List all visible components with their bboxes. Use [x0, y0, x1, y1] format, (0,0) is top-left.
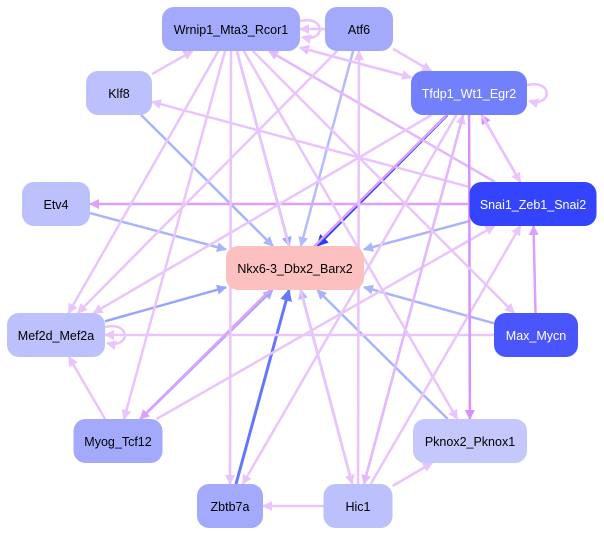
edge-wrnip1-to-mef2d — [67, 50, 220, 314]
edge-tfdp1-to-hic1 — [361, 114, 465, 485]
edge-zbtb7a-to-nkx6 — [234, 288, 292, 485]
edge-snai1-to-klf8 — [151, 99, 470, 189]
node-myog[interactable]: Myog_Tcf12 — [73, 419, 163, 463]
node-label: Tfdp1_Wt1_Egr2 — [422, 87, 517, 101]
edge-wrnip1-to-tfdp1 — [299, 46, 412, 80]
node-label: Wrnip1_Mta3_Rcor1 — [174, 23, 288, 37]
node-box — [494, 313, 578, 357]
edge-myog-to-snai1 — [155, 224, 496, 421]
node-box — [469, 182, 597, 226]
edge-wrnip1-to-pknox2 — [242, 50, 459, 420]
node-box — [323, 484, 393, 528]
node-mef2d[interactable]: Mef2d_Mef2a — [7, 313, 105, 357]
edge-klf8-to-nkx6 — [140, 114, 274, 247]
node-box — [325, 7, 393, 51]
edge-max-to-snai1 — [528, 225, 539, 314]
edge-hic1-to-snai1 — [369, 225, 522, 485]
node-snai1[interactable]: Snai1_Zeb1_Snai2 — [469, 182, 597, 226]
node-label: Mef2d_Mef2a — [18, 329, 94, 343]
node-box — [411, 71, 527, 115]
edge-tfdp1-to-mef2d — [92, 113, 433, 315]
node-box — [162, 7, 300, 51]
edge-wrnip1-to-myog — [121, 50, 227, 420]
node-label: Snai1_Zeb1_Snai2 — [480, 198, 586, 212]
node-box — [22, 182, 90, 226]
node-label: Atf6 — [348, 23, 370, 37]
edge-mef2d-to-mef2d — [104, 324, 126, 351]
node-label: Hic1 — [345, 500, 370, 514]
node-label: Klf8 — [108, 87, 130, 101]
edge-tfdp1-to-snai1 — [480, 114, 522, 183]
node-etv4[interactable]: Etv4 — [22, 182, 90, 226]
node-label: Pknox2_Pknox1 — [425, 435, 515, 449]
node-label: Myog_Tcf12 — [84, 435, 151, 449]
node-wrnip1[interactable]: Wrnip1_Mta3_Rcor1 — [162, 7, 300, 51]
node-label: Zbtb7a — [211, 500, 250, 514]
edge-snai1-to-wrnip1 — [268, 49, 496, 184]
node-label: Nkx6-3_Dbx2_Barx2 — [237, 262, 352, 276]
edges-layer — [67, 18, 548, 511]
node-box — [86, 71, 152, 115]
node-klf8[interactable]: Klf8 — [86, 71, 152, 115]
node-box — [73, 419, 163, 463]
node-pknox2[interactable]: Pknox2_Pknox1 — [413, 419, 527, 463]
edge-myog-to-mef2d — [67, 356, 107, 420]
edge-klf8-to-wrnip1 — [151, 49, 194, 76]
edge-atf6-to-mef2d — [76, 50, 339, 314]
node-box — [226, 246, 364, 290]
edge-atf6-to-tfdp1 — [392, 47, 433, 73]
edge-pknox2-to-nkx6 — [316, 289, 449, 420]
edge-tfdp1-to-tfdp1 — [526, 82, 548, 109]
node-hic1[interactable]: Hic1 — [323, 484, 393, 528]
node-box — [413, 419, 527, 463]
node-zbtb7a[interactable]: Zbtb7a — [197, 484, 263, 528]
edge-mef2d-to-nkx6 — [104, 284, 227, 323]
node-atf6[interactable]: Atf6 — [325, 7, 393, 51]
edge-hic1-to-pknox2 — [391, 461, 433, 488]
edge-tfdp1-to-zbtb7a — [241, 114, 458, 485]
node-max[interactable]: Max_Mycn — [494, 313, 578, 357]
node-box — [7, 313, 105, 357]
node-tfdp1[interactable]: Tfdp1_Wt1_Egr2 — [411, 71, 527, 115]
node-box — [197, 484, 263, 528]
node-nkx6[interactable]: Nkx6-3_Dbx2_Barx2 — [226, 246, 364, 290]
edge-wrnip1-to-max — [252, 50, 515, 314]
node-label: Max_Mycn — [506, 329, 566, 343]
node-label: Etv4 — [43, 198, 68, 212]
